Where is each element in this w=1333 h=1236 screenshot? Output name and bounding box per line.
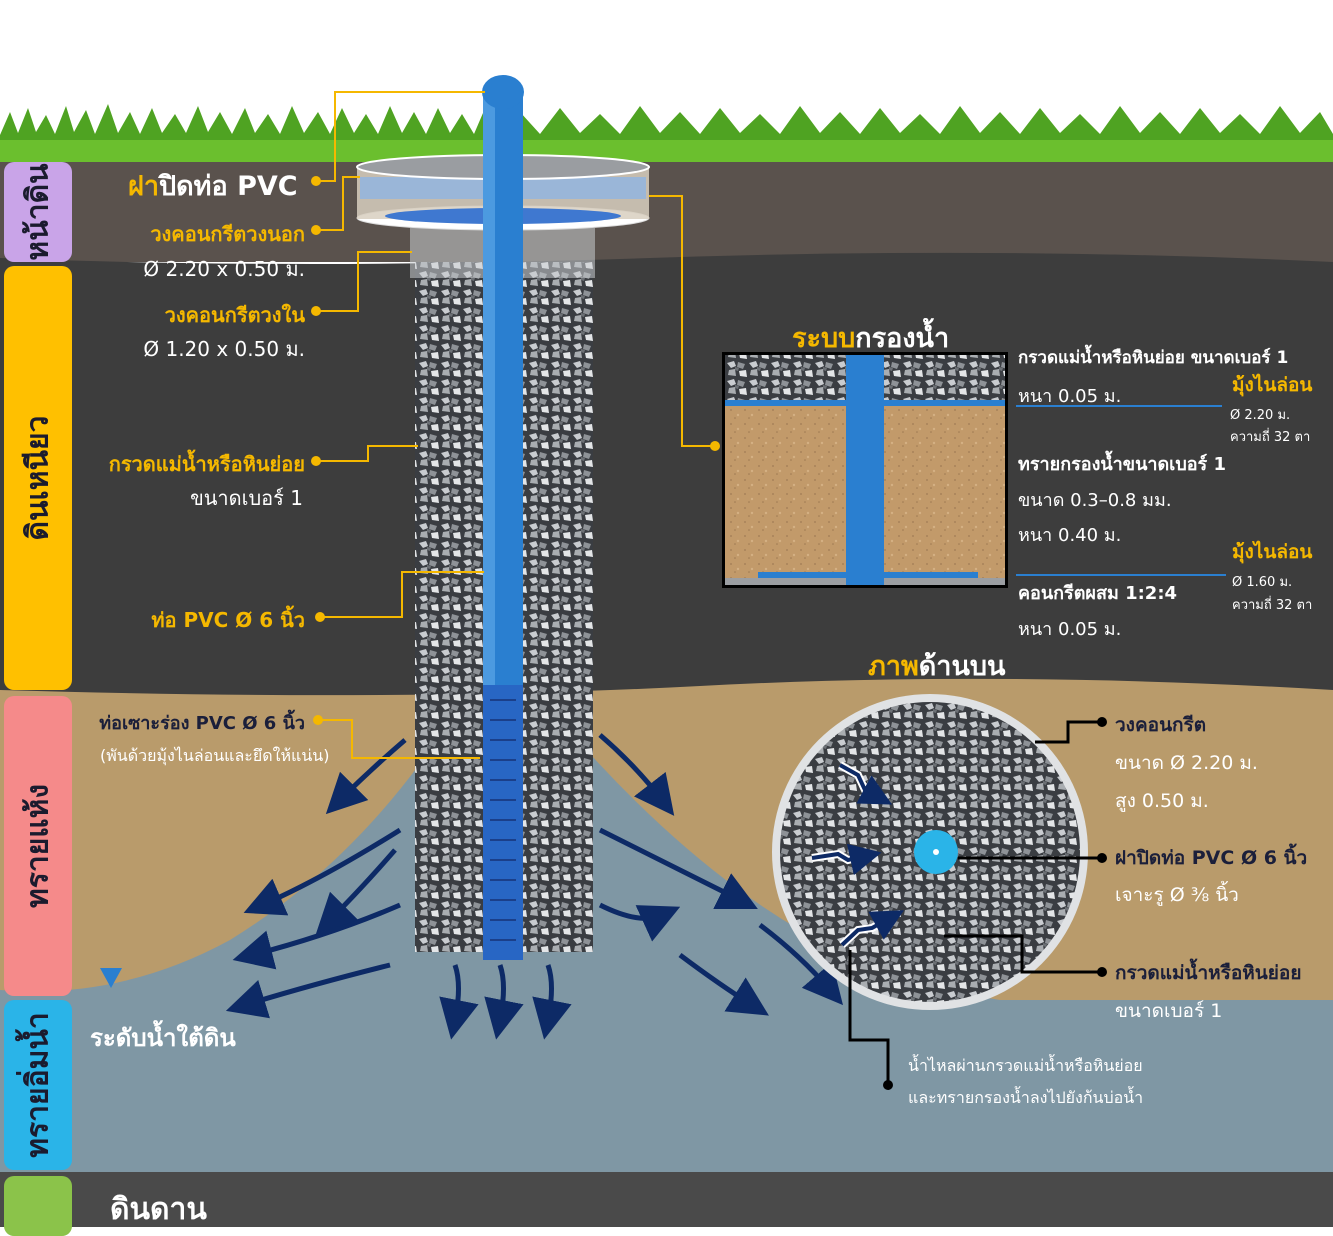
black-leaders [848, 720, 1102, 1083]
filter-gravel-thickness: หนา 0.05 ม. [1018, 386, 1122, 407]
pvc-pipe-highlight [483, 95, 495, 685]
grass-blades [0, 104, 1333, 140]
yellow-leaders [316, 91, 715, 759]
filter-concrete-title: คอนกรีตผสม 1:2:4 [1018, 583, 1178, 604]
layer-label-saturated-sand: ทรายอิ่มน้ำ [20, 1012, 56, 1158]
topsoil-layer [0, 162, 1333, 262]
inner-ring-size: Ø 1.20 x 0.50 ม. [143, 337, 305, 361]
layer-tag-saturated-sand: ทรายอิ่มน้ำ [4, 1000, 72, 1170]
bedrock-layer [0, 1172, 1333, 1227]
pipe-cap [482, 75, 524, 109]
top-ring-size: ขนาด Ø 2.20 ม. [1115, 752, 1258, 774]
top-view-title-rest: ด้านบน [918, 651, 1006, 682]
top-view-arrows [811, 763, 904, 947]
top-view-title: ภาพด้านบน [868, 644, 1006, 687]
top-view-title-highlight: ภาพ [868, 651, 919, 682]
black-dots [883, 717, 1107, 1090]
filter-sand-size: ขนาด 0.3–0.8 มม. [1018, 490, 1172, 511]
outer-ring-size: Ø 2.20 x 0.50 ม. [143, 257, 305, 281]
layer-tag-bedrock [4, 1176, 72, 1236]
slotted-pipe [483, 685, 523, 960]
top-gravel-title: กรวดแม่น้ำหรือหินย่อย [1115, 962, 1302, 984]
layer-tag-dry-sand: ทรายแห้ง [4, 696, 72, 996]
flow-arrows [225, 733, 844, 1040]
filter-title: ระบบกรองน้ำ [792, 316, 949, 359]
layer-label-dry-sand: ทรายแห้ง [20, 783, 56, 909]
top-ring-height: สูง 0.50 ม. [1115, 790, 1209, 812]
top-cap-title: ฝาปิดท่อ PVC Ø 6 นิ้ว [1115, 847, 1308, 869]
blue-leaders [1016, 405, 1226, 576]
flow-note-2: และทรายกรองน้ำลงไปยังก้นบ่อน้ำ [908, 1088, 1144, 1107]
gravel-size: ขนาดเบอร์ 1 [190, 486, 303, 510]
layer-tag-clay: ดินเหนียว [4, 266, 72, 690]
saturated-sand-layer [0, 1000, 1333, 1172]
filter-sand-thickness: หนา 0.40 ม. [1018, 525, 1122, 546]
filter-sand-title: ทรายกรองน้ำขนาดเบอร์ 1 [1018, 454, 1227, 475]
filter-concrete-thickness: หนา 0.05 ม. [1018, 619, 1122, 640]
bedrock-label: ดินดาน [110, 1192, 207, 1227]
layer-label-clay: ดินเหนียว [20, 415, 56, 541]
top-ring-title: วงคอนกรีต [1115, 714, 1207, 736]
filter-pipe [846, 355, 884, 585]
slotted-pipe-title: ท่อเซาะร่อง PVC Ø 6 นิ้ว [99, 713, 305, 734]
layer-tag-topsoil: หน้าดิน [4, 162, 72, 262]
groundwater-label: ระดับน้ำใต้ดิน [90, 1024, 236, 1052]
slotted-pipe-note: (พันด้วยมุ้งไนล่อนและยึดให้แน่น) [100, 746, 330, 765]
pipe-title: ท่อ PVC Ø 6 นิ้ว [151, 608, 305, 632]
mesh-top-title: มุ้งไนล่อน [1232, 374, 1313, 396]
mesh-bottom-title: มุ้งไนล่อน [1232, 541, 1313, 563]
pipe-slots [490, 699, 516, 941]
outer-ring-title: วงคอนกรีตวงนอก [150, 222, 305, 246]
mesh-bottom-density: ความถี่ 32 ตา [1232, 598, 1313, 613]
mesh-bottom-size: Ø 1.60 ม. [1232, 575, 1293, 590]
top-cap-hole: เจาะรู Ø ⅜ นิ้ว [1115, 884, 1239, 906]
top-gravel-size: ขนาดเบอร์ 1 [1115, 1000, 1223, 1022]
gravel-title: กรวดแม่น้ำหรือหินย่อย [108, 452, 305, 476]
flow-note-1: น้ำไหลผ่านกรวดแม่น้ำหรือหินย่อย [908, 1056, 1143, 1075]
yellow-dots [311, 176, 720, 725]
mesh-top-size: Ø 2.20 ม. [1230, 408, 1291, 423]
filter-title-rest: กรองน้ำ [855, 323, 950, 354]
cap-label-highlight: ฝา [128, 171, 159, 202]
cap-label-rest: ปิดท่อ PVC [158, 171, 298, 202]
filter-title-highlight: ระบบ [792, 323, 856, 354]
water-level-marker [100, 968, 122, 988]
layer-label-topsoil: หน้าดิน [20, 163, 56, 261]
cap-hole [933, 849, 939, 855]
inner-ring-title: วงคอนกรีตวงใน [164, 303, 305, 327]
filter-gravel-title: กรวดแม่น้ำหรือหินย่อย ขนาดเบอร์ 1 [1018, 348, 1289, 368]
cap-label: ฝาปิดท่อ PVC [128, 164, 298, 207]
mesh-top-density: ความถี่ 32 ตา [1230, 430, 1311, 445]
